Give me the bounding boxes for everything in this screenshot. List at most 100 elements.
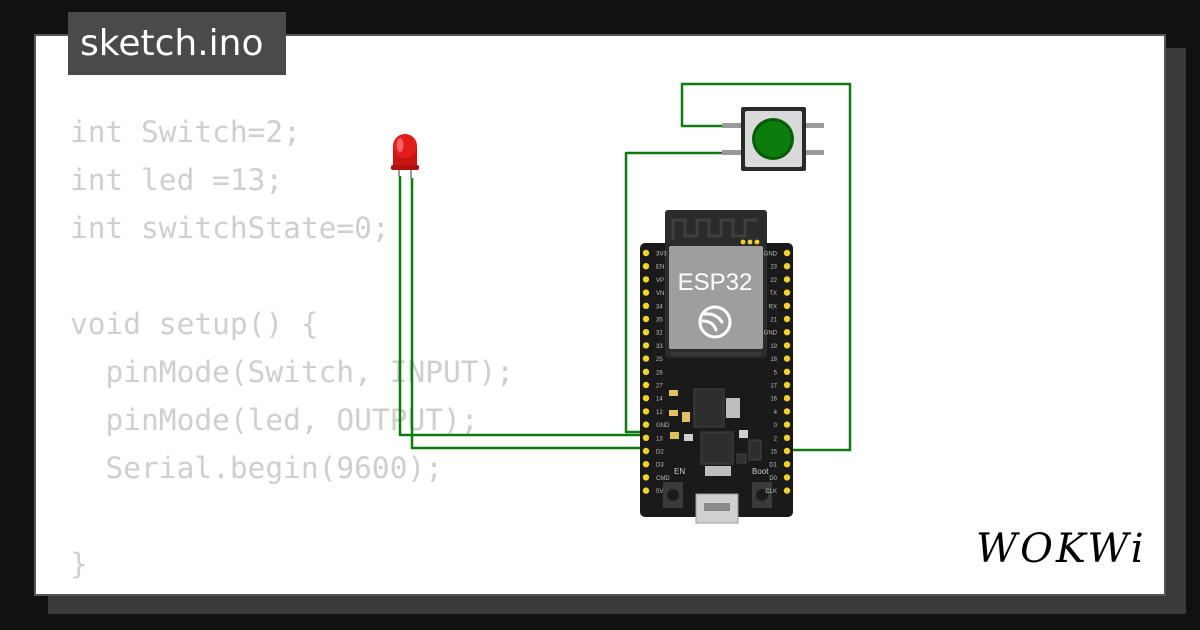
code-line: pinMode(Switch, INPUT);: [70, 355, 515, 389]
header-pin[interactable]: [642, 368, 650, 375]
wire-button-pin2[interactable]: [680, 82, 852, 452]
pin-label: 18: [770, 357, 777, 363]
button-cap[interactable]: [755, 121, 791, 157]
header-pin[interactable]: [642, 342, 650, 349]
led-highlight: [396, 138, 404, 152]
wire-led-gnd[interactable]: [398, 176, 648, 437]
pin-label: 19: [770, 344, 777, 350]
header-pin[interactable]: [783, 447, 791, 455]
pin-label: CMD: [656, 476, 670, 482]
pin-label: D0: [769, 476, 777, 482]
pin-label: RX: [769, 304, 777, 310]
pin-label: 34: [656, 304, 663, 310]
header-pin[interactable]: [783, 474, 791, 481]
file-tab[interactable]: sketch.ino: [68, 12, 286, 75]
pin-label: GND: [764, 252, 778, 258]
header-pin[interactable]: [642, 434, 650, 441]
header-pin[interactable]: [783, 329, 791, 336]
header-pin[interactable]: [783, 421, 791, 428]
header-pin[interactable]: [642, 276, 650, 283]
header-pin[interactable]: [642, 289, 650, 296]
smd-part: [726, 398, 740, 418]
pin-label: D2: [656, 450, 664, 456]
header-pin[interactable]: [783, 368, 791, 375]
header-pin[interactable]: [783, 302, 791, 309]
pin-label: D1: [769, 463, 777, 469]
smd-part: [736, 453, 747, 464]
en-label: EN: [674, 467, 685, 476]
pin-label: 13: [656, 436, 663, 442]
antenna-dot: [747, 239, 753, 245]
header-pin[interactable]: [783, 263, 791, 270]
smd-part: [684, 434, 693, 441]
header-pin[interactable]: [783, 249, 791, 257]
pin-label: GND: [764, 331, 778, 337]
pin-label: VP: [656, 278, 664, 284]
header-pin[interactable]: [783, 381, 791, 389]
header-pin[interactable]: [642, 447, 650, 455]
code-line: int led =13;: [70, 163, 284, 197]
pin-label: 26: [656, 370, 663, 376]
smd-part: [670, 432, 679, 439]
header-pin[interactable]: [642, 487, 650, 494]
header-pin[interactable]: [642, 395, 650, 402]
code-line: int Switch=2;: [70, 115, 301, 149]
header-pin[interactable]: [783, 355, 791, 362]
header-pin[interactable]: [783, 408, 791, 415]
preview-card: int Switch=2;int led =13;int switchState…: [34, 34, 1166, 596]
header-pin[interactable]: [783, 276, 791, 283]
pin-label: 23: [770, 265, 777, 271]
pushbutton-component[interactable]: [722, 107, 824, 171]
header-pin[interactable]: [642, 249, 650, 257]
pin-label: EN: [656, 265, 664, 271]
en-button-cap[interactable]: [667, 489, 679, 501]
header-pin[interactable]: [783, 315, 791, 323]
header-pin[interactable]: [642, 355, 650, 362]
voltage-regulator: [693, 388, 725, 428]
button-leg: [804, 150, 824, 155]
esp32-board[interactable]: ESP32 EN Boot 3V3ENVPVN34353233252627141…: [640, 210, 793, 524]
header-pin[interactable]: [642, 315, 650, 323]
pin-label: 32: [656, 331, 663, 337]
header-pin[interactable]: [642, 381, 650, 389]
wire-led-13[interactable]: [410, 178, 648, 450]
boot-button-cap[interactable]: [756, 489, 768, 501]
pin-label: 22: [770, 278, 777, 284]
header-pin[interactable]: [642, 263, 650, 270]
header-pin[interactable]: [642, 474, 650, 481]
usb-pins: [705, 466, 731, 476]
code-line: pinMode(led, OUTPUT);: [70, 403, 479, 437]
header-pin[interactable]: [642, 461, 650, 468]
module-pads: [671, 352, 761, 356]
wire-button-gnd[interactable]: [624, 151, 725, 434]
pin-label: 3V3: [656, 252, 667, 258]
header-pin[interactable]: [783, 395, 791, 402]
header-pin[interactable]: [642, 302, 650, 309]
led-component[interactable]: [391, 134, 419, 178]
header-pin[interactable]: [642, 329, 650, 336]
boot-label: Boot: [752, 467, 769, 476]
button-leg: [722, 150, 742, 155]
smd-part: [669, 410, 678, 416]
pin-label: 12: [656, 410, 663, 416]
header-pin[interactable]: [783, 342, 791, 349]
smd-part: [739, 430, 748, 438]
pin-label: 0: [774, 423, 778, 429]
led-rim: [391, 165, 419, 170]
pin-label: 33: [656, 344, 663, 350]
pin-label: 15: [770, 450, 777, 456]
smd-part: [669, 390, 678, 396]
espressif-logo-icon: [698, 305, 732, 339]
header-pin[interactable]: [642, 408, 650, 415]
header-pin[interactable]: [783, 461, 791, 468]
pin-label: 21: [770, 318, 777, 324]
smd-part: [748, 439, 762, 461]
pin-label: 17: [770, 384, 777, 390]
header-pin[interactable]: [783, 434, 791, 441]
header-pin[interactable]: [642, 421, 650, 428]
header-pin[interactable]: [783, 289, 791, 296]
pin-label: 25: [656, 357, 663, 363]
header-pin[interactable]: [783, 487, 791, 494]
